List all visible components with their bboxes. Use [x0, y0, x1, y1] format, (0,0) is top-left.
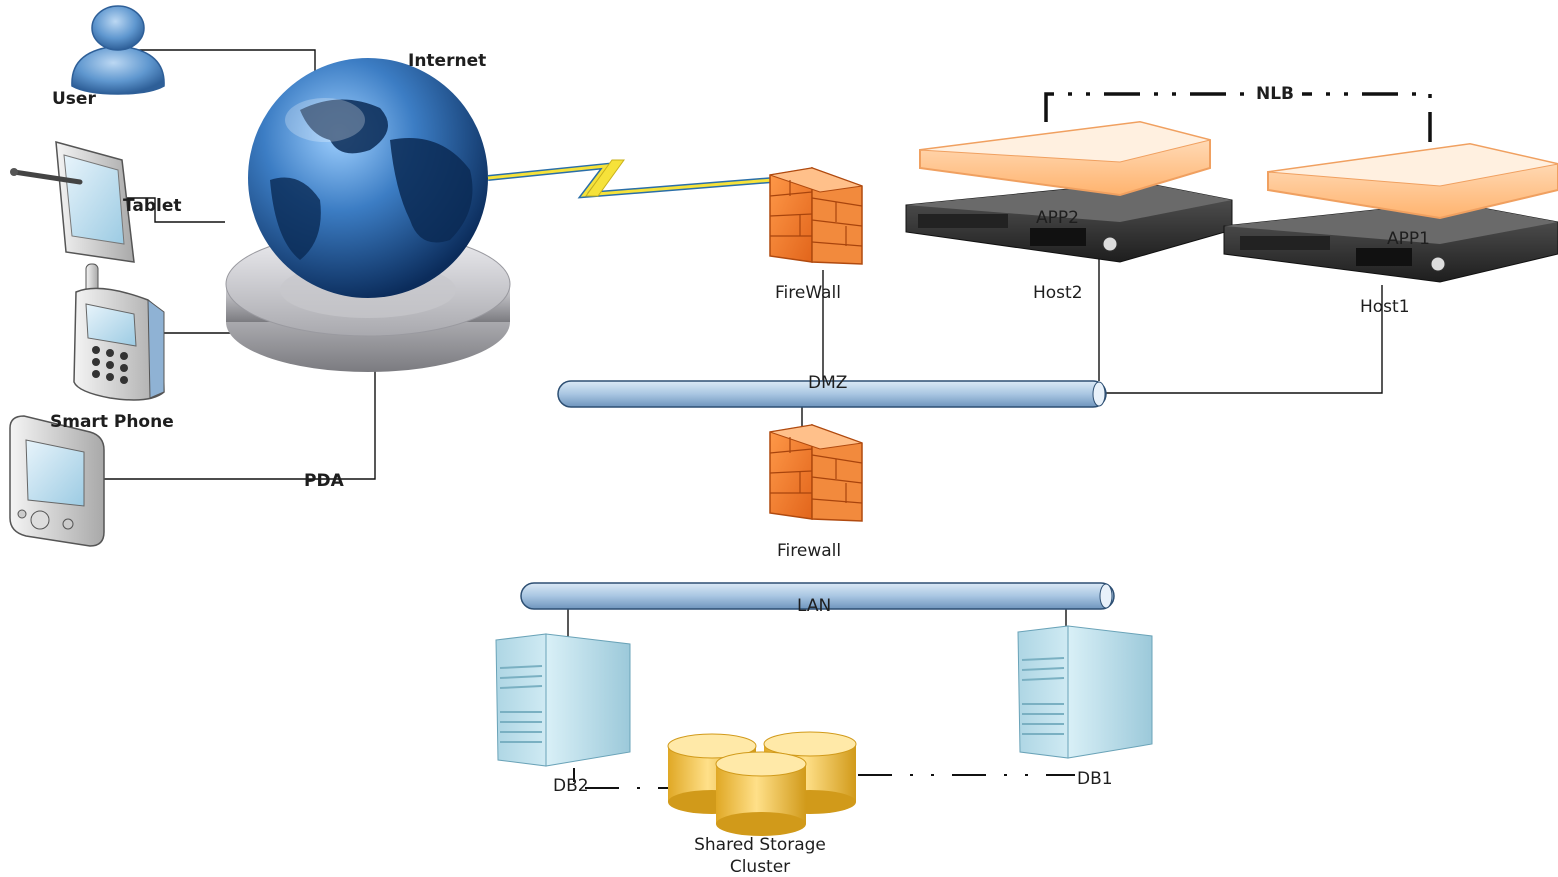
pda-icon — [9, 415, 105, 547]
nlb-link-line — [1044, 92, 1432, 142]
storage-label-line2: Cluster — [730, 857, 790, 877]
storage-label-line1: Shared Storage — [694, 835, 826, 855]
dmz-label: DMZ — [808, 373, 847, 393]
smart-phone-label: Smart Phone — [50, 412, 174, 432]
db2-server-icon — [495, 633, 631, 767]
firewall-top-label: FireWall — [775, 283, 841, 303]
lan-pipe — [520, 582, 1115, 610]
firewall-top-icon — [769, 166, 863, 265]
host2-label: Host2 — [1033, 283, 1083, 303]
tablet-label: Tablet — [123, 196, 182, 216]
internet-globe-icon — [225, 58, 511, 372]
app2-label: APP2 — [1036, 208, 1079, 228]
firewall-bottom-label: Firewall — [777, 541, 841, 561]
lan-label: LAN — [797, 596, 831, 616]
tablet-icon — [10, 140, 135, 263]
pda-label: PDA — [304, 471, 345, 491]
labels: User Internet Tablet Smart Phone PDA Fir… — [50, 51, 1430, 877]
app1-label: APP1 — [1387, 229, 1430, 249]
dmz-pipe — [557, 380, 1107, 408]
user-icon — [71, 5, 165, 95]
db1-label: DB1 — [1077, 769, 1113, 789]
nlb-label: NLB — [1256, 84, 1294, 104]
firewall-bottom-icon — [769, 423, 863, 522]
db2-label: DB2 — [553, 776, 589, 796]
user-label: User — [52, 89, 96, 109]
app1-server-icon — [1223, 142, 1558, 283]
lightning-link-icon — [487, 159, 774, 199]
db1-server-icon — [1017, 625, 1153, 759]
internet-label: Internet — [408, 51, 486, 71]
smart-phone-icon — [73, 263, 165, 401]
host1-to-dmz-line — [1100, 285, 1383, 394]
shared-storage-icon — [667, 731, 857, 836]
pda-to-internet-line — [58, 322, 376, 480]
app2-server-icon — [905, 120, 1233, 263]
nlb-label-bg — [1252, 82, 1302, 104]
host1-label: Host1 — [1360, 297, 1410, 317]
